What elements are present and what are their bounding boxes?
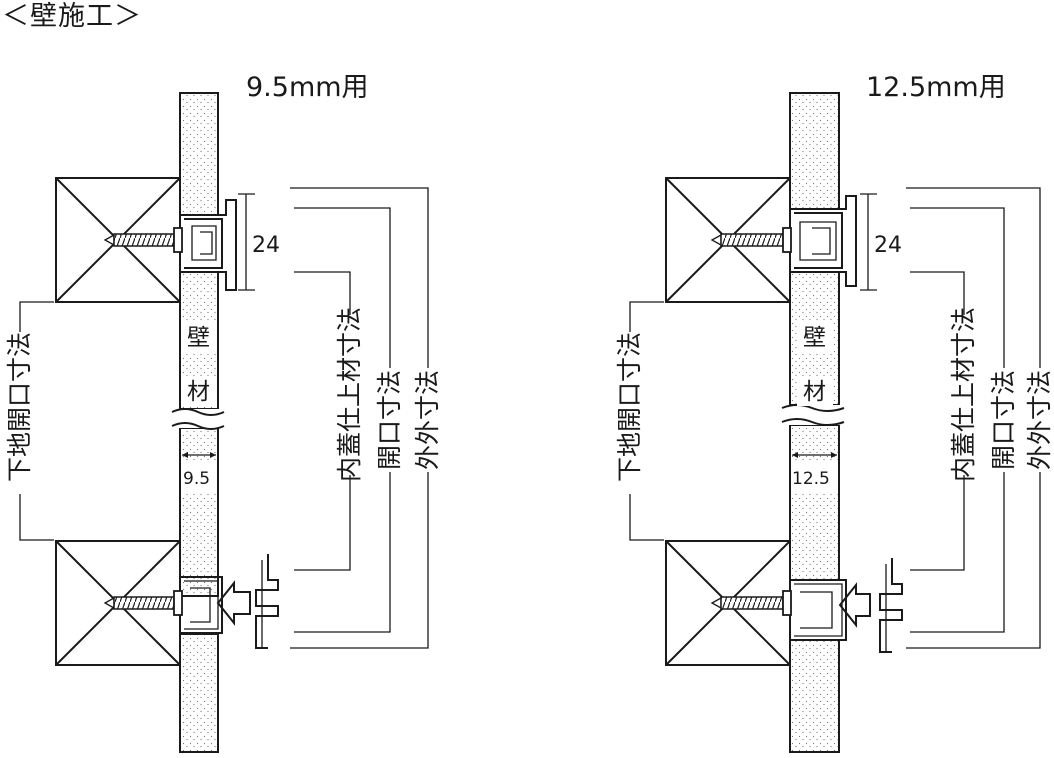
label-outer: 外外寸法 [413, 370, 442, 470]
wall-material-char-1: 壁 [803, 325, 826, 351]
cover-piece [879, 558, 903, 653]
thickness-label: 9.5 [183, 469, 210, 489]
insertion-arrow [838, 582, 871, 628]
label-inner-cover: 内蓋仕上材寸法 [335, 307, 364, 482]
thickness-dimension: 12.5 [789, 440, 840, 495]
screw-bottom [710, 590, 792, 616]
wall-material-char-1: 壁 [187, 325, 210, 351]
label-opening: 開口寸法 [375, 370, 404, 470]
right-dimensions: 内蓋仕上材寸法 開口寸法 外外寸法 [290, 187, 442, 649]
thickness-dimension: 9.5 [179, 440, 219, 495]
right-dimensions: 内蓋仕上材寸法 開口寸法 外外寸法 [906, 187, 1054, 649]
panel-heading: 12.5mm用 [866, 72, 1006, 103]
page-title: ＜壁施工＞ [2, 1, 142, 32]
cover-piece [255, 554, 279, 649]
frame-profile-top [790, 195, 857, 287]
frame-profile-bottom [180, 576, 223, 634]
label-inner-cover: 内蓋仕上材寸法 [949, 307, 978, 482]
wall-board: 壁 材 [781, 92, 847, 753]
wall-material-char-2: 材 [803, 379, 826, 405]
screw-top [103, 227, 183, 253]
label-opening: 開口寸法 [989, 370, 1018, 470]
height-label: 24 [874, 233, 902, 258]
label-outer: 外外寸法 [1025, 370, 1054, 470]
base-opening-dimension: 下地開口寸法 [615, 301, 664, 541]
screw-bottom [103, 590, 183, 616]
frame-profile-bottom [790, 579, 847, 641]
base-opening-dimension: 下地開口寸法 [5, 301, 54, 541]
panel-9-5mm: 9.5mm用 壁 材 9.5 [5, 72, 442, 753]
panel-heading: 9.5mm用 [246, 72, 369, 103]
height-dimension: 24 [238, 193, 280, 291]
frame-profile-top [180, 199, 237, 291]
screw-top [710, 227, 792, 253]
thickness-label: 12.5 [792, 469, 830, 489]
label-base-opening: 下地開口寸法 [615, 332, 644, 482]
insertion-arrow [216, 580, 251, 626]
height-label: 24 [252, 233, 280, 258]
wood-block-bottom [665, 540, 791, 666]
panel-12-5mm: 12.5mm用 壁 材 12.5 [615, 72, 1054, 753]
height-dimension: 24 [860, 193, 902, 291]
label-base-opening: 下地開口寸法 [5, 332, 34, 482]
wall-material-char-2: 材 [187, 379, 210, 405]
